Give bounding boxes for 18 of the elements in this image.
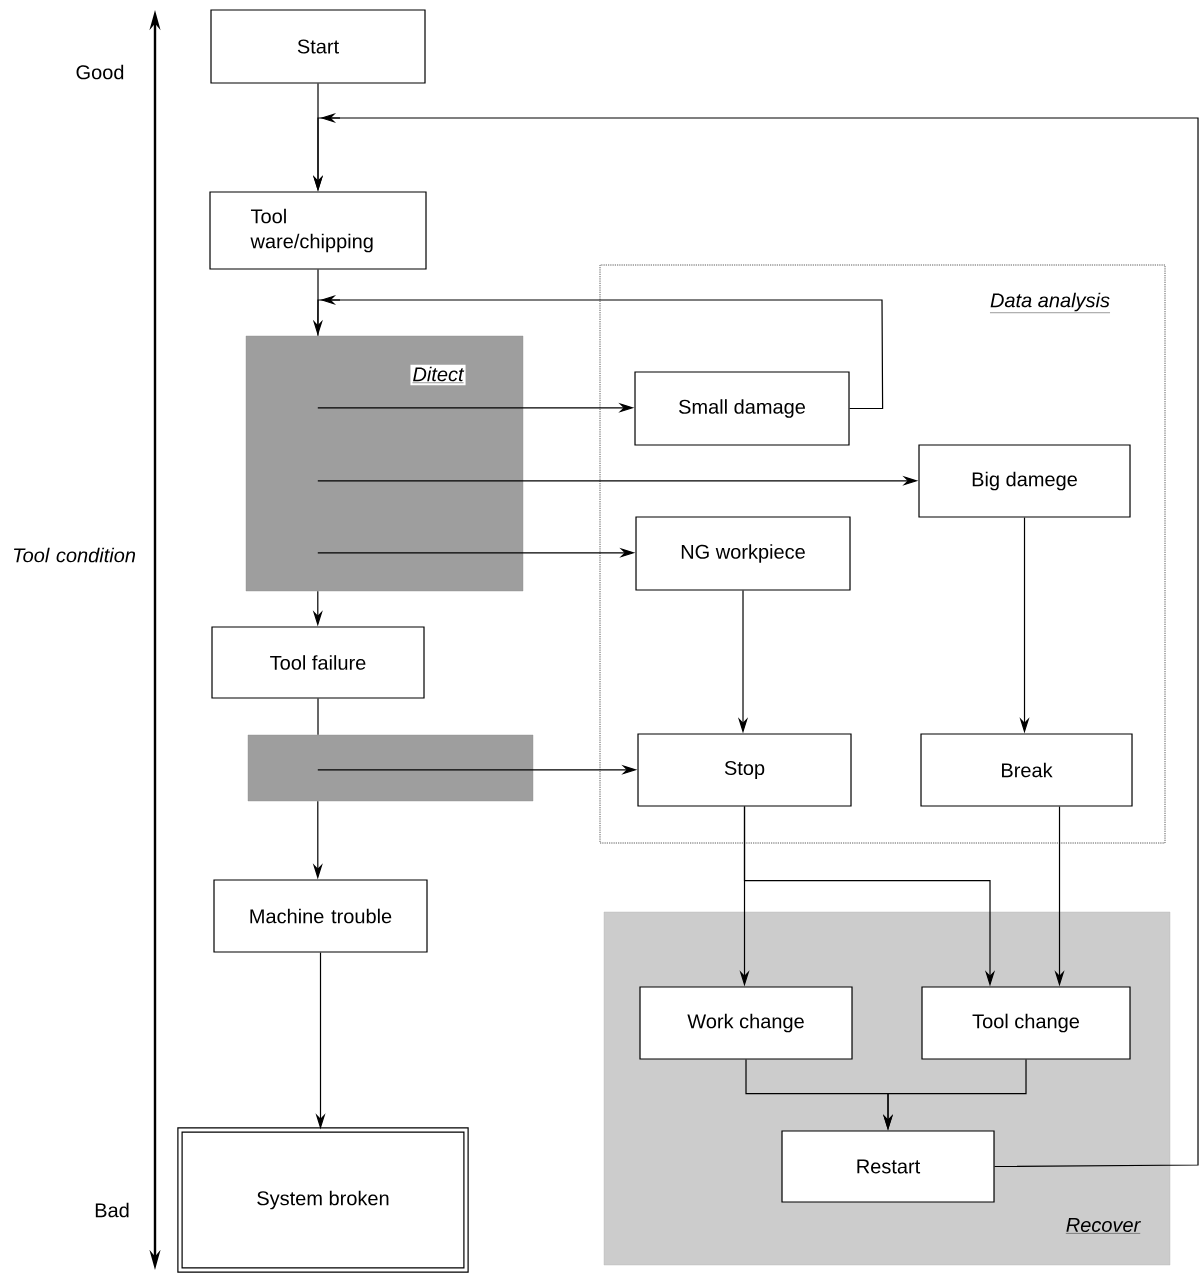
process-box: Stop bbox=[637, 733, 852, 807]
process-box: Small damage bbox=[634, 371, 850, 446]
axis-label: Bad bbox=[92, 1200, 132, 1220]
axis-label: Tool condition bbox=[14, 547, 136, 563]
axis-label: Good bbox=[73, 62, 127, 82]
process-box: Tool failure bbox=[211, 626, 425, 699]
process-box: Big damege bbox=[918, 444, 1131, 518]
process-box: Tool ware/chipping bbox=[209, 191, 427, 270]
process-box: Break bbox=[920, 733, 1133, 807]
process-box: NG workpiece bbox=[635, 516, 851, 591]
detect-region bbox=[247, 734, 534, 802]
process-box: Work change bbox=[639, 986, 853, 1060]
process-box: Restart bbox=[781, 1130, 995, 1203]
process-box: Start bbox=[210, 9, 426, 84]
process-box: Machine trouble bbox=[213, 879, 428, 953]
detect-region: Ditect bbox=[245, 335, 524, 592]
process-box: Tool change bbox=[921, 986, 1131, 1060]
terminal-box: System broken bbox=[177, 1127, 469, 1273]
